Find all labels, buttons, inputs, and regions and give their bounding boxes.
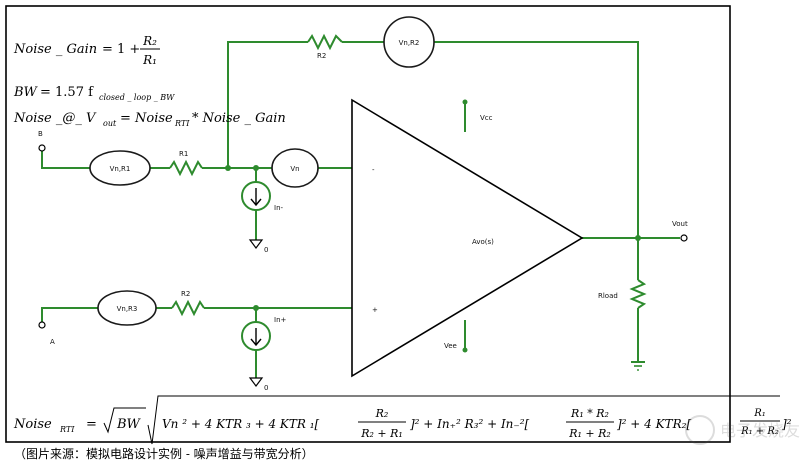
eq-bw-lhs: BW	[13, 85, 39, 100]
junction-dot	[253, 165, 259, 171]
terminal-b	[38, 144, 46, 152]
eq-rti-f2-den: R₁ + R₂	[568, 427, 611, 440]
eq-noise-gain-rhs: = 1 +	[102, 42, 140, 57]
caption-text: （图片来源：模拟电路设计实例 - 噪声增益与带宽分析）	[14, 446, 314, 460]
label-vcc: Vcc	[480, 114, 493, 122]
eq-noise-out-rhs-sub: RTI	[174, 119, 190, 128]
resistor-rload	[629, 279, 647, 309]
label-ground-2: 0	[264, 384, 268, 392]
junction-dot	[462, 347, 468, 353]
label-in-minus: In-	[274, 204, 284, 212]
label-rload: Rload	[598, 292, 618, 300]
eq-rti-t4: ]²	[781, 417, 792, 431]
label-ground-1: 0	[264, 246, 268, 254]
eq-rti-f3-num: R₁	[753, 408, 766, 419]
eq-rti-t2: ]² + In₊² R₃² + In₋²[	[409, 417, 530, 431]
equation-noise-gain: Noise _ Gain = 1 + R₂ R₁	[13, 34, 160, 67]
current-source-in-minus	[241, 181, 271, 211]
label-r2-feedback: R2	[317, 52, 326, 60]
eq-rti-t3: ]² + 4 KTR₂[	[616, 417, 691, 431]
junction-dot	[462, 99, 468, 105]
eq-noise-out-rhs-b: * Noise _ Gain	[192, 111, 286, 126]
label-node-b: B	[38, 130, 43, 138]
label-r1: R1	[179, 150, 188, 158]
eq-rti-f1-den: R₂ + R₁	[360, 427, 403, 440]
eq-noise-gain-den: R₁	[142, 53, 157, 67]
ground-symbol-rload	[631, 361, 645, 371]
label-r2-lower: R2	[181, 290, 190, 298]
label-vn: Vn	[290, 165, 299, 173]
current-source-in-plus	[241, 321, 271, 351]
terminal-vout	[680, 234, 688, 242]
wire-b-input	[41, 148, 90, 169]
noise-source-vn	[271, 148, 319, 188]
eq-noise-out-lhs: Noise _@_ V	[13, 111, 97, 126]
resistor-r2-feedback	[307, 33, 343, 51]
noise-source-vn-r1	[89, 150, 151, 186]
label-vn-r2: Vn,R2	[399, 39, 420, 47]
ground-symbol-in-plus	[248, 377, 264, 387]
label-pin-plus: +	[372, 306, 378, 314]
label-vn-r3: Vn,R3	[117, 305, 138, 313]
eq-noise-out-lhs-sub: out	[103, 119, 117, 128]
wire-feedback-left	[227, 41, 308, 168]
label-vn-r1: Vn,R1	[110, 165, 131, 173]
label-pin-minus: -	[372, 166, 375, 174]
eq-noise-out-rhs-a: = Noise	[120, 111, 173, 126]
eq-rti-sqrt-main	[147, 395, 780, 445]
opamp-triangle	[351, 98, 584, 378]
diagram-frame	[5, 5, 731, 443]
equation-noise-rti: Noise RTI = BW Vn ² + 4 KTR ₃ + 4 KTR ₁[…	[13, 395, 792, 445]
eq-bw-sub: closed _ loop _ BW	[99, 93, 175, 102]
noise-source-vn-r2	[383, 16, 435, 68]
ground-symbol-in-minus	[248, 239, 264, 249]
equation-noise-out: Noise _@_ V out = Noise RTI * Noise _ Ga…	[13, 111, 286, 128]
eq-rti-lhs: Noise	[13, 417, 52, 432]
resistor-r1	[169, 159, 203, 177]
watermark-logo: 电子发烧友	[685, 415, 800, 445]
label-node-a: A	[50, 338, 55, 346]
eq-rti-equals: =	[86, 417, 97, 432]
eq-rti-f2-num: R₁ * R₂	[570, 407, 609, 420]
label-opamp: Avo(s)	[472, 238, 494, 246]
junction-dot	[253, 305, 259, 311]
wire-feedback-right	[434, 41, 639, 238]
resistor-r2-lower	[171, 299, 205, 317]
svg-text:电子发烧友: 电子发烧友	[720, 421, 800, 440]
eq-rti-f1-num: R₂	[375, 407, 389, 420]
eq-rti-sqrt-bw	[103, 407, 146, 434]
noise-source-vn-r3	[97, 290, 157, 326]
label-vout: Vout	[672, 220, 688, 228]
eq-rti-lhs-sub: RTI	[59, 425, 75, 434]
eq-rti-t1: Vn ² + 4 KTR ₃ + 4 KTR ₁[	[162, 417, 320, 431]
eq-noise-gain-lhs: Noise _ Gain	[13, 42, 97, 57]
eq-noise-gain-num: R₂	[142, 34, 157, 48]
terminal-a	[38, 321, 46, 329]
junction-dot	[635, 235, 641, 241]
wire-a-input	[41, 307, 98, 325]
label-in-plus: In+	[274, 316, 287, 324]
equation-bw: BW = 1.57 f closed _ loop _ BW	[13, 85, 175, 102]
eq-rti-f3-den: R₁ + R₂	[740, 426, 779, 437]
eq-bw-rhs: = 1.57 f	[40, 85, 94, 100]
junction-dot	[225, 165, 231, 171]
eq-rti-bw: BW	[116, 417, 142, 432]
label-vee: Vee	[444, 342, 457, 350]
